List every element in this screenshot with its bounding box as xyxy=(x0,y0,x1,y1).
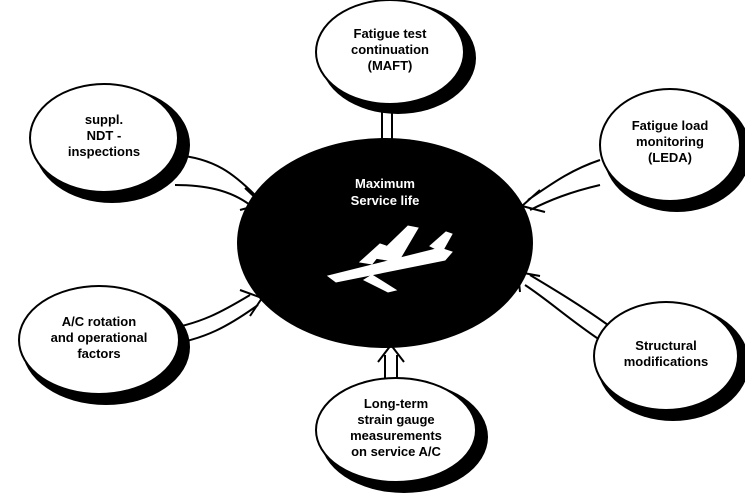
node-bottom-line-3: measurements xyxy=(350,428,442,443)
center-line-2: Service life xyxy=(351,193,420,208)
node-bottom-line-1: Long-term xyxy=(364,396,428,411)
node-bottom-line-4: on service A/C xyxy=(351,444,441,459)
node-upper-left-line-2: NDT - xyxy=(87,128,122,143)
node-bottom-line-2: strain gauge xyxy=(357,412,434,427)
node-upper-left-line-1: suppl. xyxy=(85,112,123,127)
node-lower-left-line-2: and operational xyxy=(51,330,148,345)
node-upper-right-line-3: (LEDA) xyxy=(648,150,692,165)
node-top-line-1: Fatigue test xyxy=(354,26,428,41)
node-lower-right-line-1: Structural xyxy=(635,338,696,353)
node-top-line-3: (MAFT) xyxy=(368,58,413,73)
node-top-line-2: continuation xyxy=(351,42,429,57)
aircraft-icon xyxy=(326,225,453,293)
arrow-upper-right xyxy=(519,159,601,213)
node-upper-left-line-3: inspections xyxy=(68,144,140,159)
node-upper-left: suppl. NDT - inspections xyxy=(29,83,190,203)
node-lower-left: A/C rotation and operational factors xyxy=(18,285,190,405)
center-line-1: Maximum xyxy=(355,176,415,191)
node-bottom: Long-term strain gauge measurements on s… xyxy=(315,377,488,493)
node-lower-right-line-2: modifications xyxy=(624,354,709,369)
arrow-lower-right xyxy=(516,270,609,341)
node-top: Fatigue test continuation (MAFT) xyxy=(315,0,476,114)
node-upper-right: Fatigue load monitoring (LEDA) xyxy=(599,88,745,212)
center-node: Maximum Service life xyxy=(237,138,533,348)
node-lower-left-line-1: A/C rotation xyxy=(62,314,136,329)
node-lower-right: Structural modifications xyxy=(593,301,745,421)
node-upper-right-line-1: Fatigue load xyxy=(632,118,709,133)
node-upper-right-line-2: monitoring xyxy=(636,134,704,149)
node-lower-left-line-3: factors xyxy=(77,346,120,361)
